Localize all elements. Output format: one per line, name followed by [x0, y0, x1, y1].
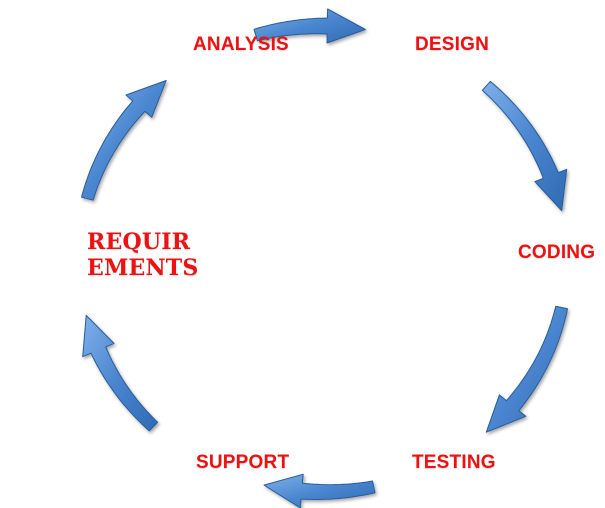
arrow-requirements-to-analysis	[81, 80, 167, 201]
stage-label-support: SUPPORT	[196, 452, 290, 473]
stage-label-requirements: REQUIR EMENTS	[87, 229, 198, 282]
stage-label-requirements-line2: EMENTS	[87, 255, 199, 282]
stage-label-analysis: ANALYSIS	[193, 34, 289, 55]
stage-label-requirements-line1: REQUIR	[87, 229, 191, 255]
arrow-design-to-coding	[481, 80, 568, 212]
stage-label-testing: TESTING	[412, 452, 496, 473]
arrow-analysis-to-design	[253, 8, 366, 44]
stage-label-coding: CODING	[518, 242, 596, 263]
arrow-support-to-requirements	[82, 314, 159, 432]
stage-label-design: DESIGN	[415, 34, 490, 55]
arrow-coding-to-testing	[485, 305, 568, 433]
arrow-testing-to-support	[263, 473, 376, 508]
